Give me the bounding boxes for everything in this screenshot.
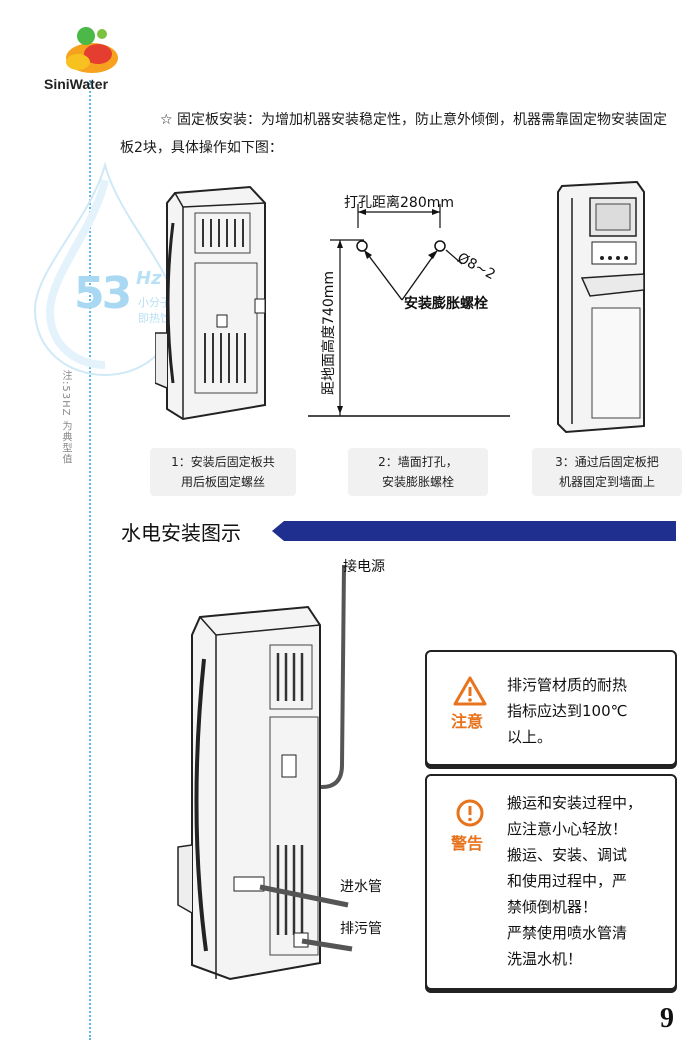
warning-exclamation-icon <box>456 799 484 827</box>
expansion-bolt-label: 安装膨胀螺栓 <box>404 296 488 312</box>
intro-paragraph: ☆ 固定板安装：为增加机器安装稳定性，防止意外倾倒，机器需靠固定物安装固定板2块… <box>120 112 667 156</box>
brand-name: SiniWater <box>44 76 109 92</box>
water-inlet-label: 进水管 <box>340 879 382 895</box>
step-caption-2: 2：墙面打孔， 安装膨胀螺栓 <box>348 448 488 496</box>
section-title: 水电安装图示 <box>121 521 241 545</box>
badge-unit: Hz <box>136 268 162 289</box>
siniwater-logo-icon <box>66 27 118 73</box>
warning-line-4: 和使用过程中，严 <box>507 872 628 890</box>
machine-rear-figure <box>155 185 266 421</box>
section-title-bar <box>272 521 676 541</box>
warning-line-1: 搬运和安装过程中， <box>507 794 643 812</box>
step-2-line-2: 安装膨胀螺栓 <box>381 475 454 489</box>
drain-pipe-label: 排污管 <box>340 921 382 937</box>
step-caption-1: 1：安装后固定板共 用后板固定螺丝 <box>150 448 296 496</box>
warning-line-7: 洗温水机！ <box>507 950 583 968</box>
water-drop-graphic <box>33 161 177 377</box>
step-3-line-2: 机器固定到墙面上 <box>558 475 655 489</box>
step-1-line-1: 1：安装后固定板共 <box>171 455 275 469</box>
warning-line-2: 应注意小心轻放！ <box>507 820 628 838</box>
page-number: 9 <box>660 1003 674 1034</box>
caution-triangle-icon <box>453 676 487 706</box>
warning-box: 警告 搬运和安装过程中， 应注意小心轻放！ 搬运、安装、调试 和使用过程中，严 … <box>425 774 677 990</box>
step-3-line-1: 3：通过后固定板把 <box>555 455 659 469</box>
warning-text: 搬运和安装过程中， 应注意小心轻放！ 搬运、安装、调试 和使用过程中，严 禁倾倒… <box>507 790 642 972</box>
decorative-dotted-rail <box>89 80 91 1040</box>
notice-line-2: 指标应达到100℃ <box>507 702 628 720</box>
vertical-note: 注:53HZ 为典型值 <box>60 370 71 465</box>
water-electric-install-figure <box>177 564 353 981</box>
wall-drilling-diagram <box>308 204 510 417</box>
notice-text: 排污管材质的耐热 指标应达到100℃ 以上。 <box>507 672 627 750</box>
power-connection-label: 接电源 <box>343 559 385 575</box>
machine-front-figure <box>557 180 645 434</box>
mount-height-label: 距地面高度740mm <box>321 271 337 395</box>
step-2-line-1: 2：墙面打孔， <box>378 455 458 469</box>
notice-line-3: 以上。 <box>507 728 553 746</box>
step-caption-3: 3：通过后固定板把 机器固定到墙面上 <box>532 448 682 496</box>
notice-box: 注意 排污管材质的耐热 指标应达到100℃ 以上。 <box>425 650 677 766</box>
step-1-line-2: 用后板固定螺丝 <box>180 475 265 489</box>
badge-number: 53 <box>74 268 132 319</box>
warning-line-5: 禁倾倒机器！ <box>507 898 598 916</box>
notice-tag: 注意 <box>451 712 484 731</box>
warning-line-3: 搬运、安装、调试 <box>507 846 628 864</box>
warning-line-6: 严禁使用喷水管清 <box>507 924 628 942</box>
drill-spacing-label: 打孔距离280mm <box>344 195 454 211</box>
notice-line-1: 排污管材质的耐热 <box>507 676 628 694</box>
warning-tag: 警告 <box>451 834 484 853</box>
